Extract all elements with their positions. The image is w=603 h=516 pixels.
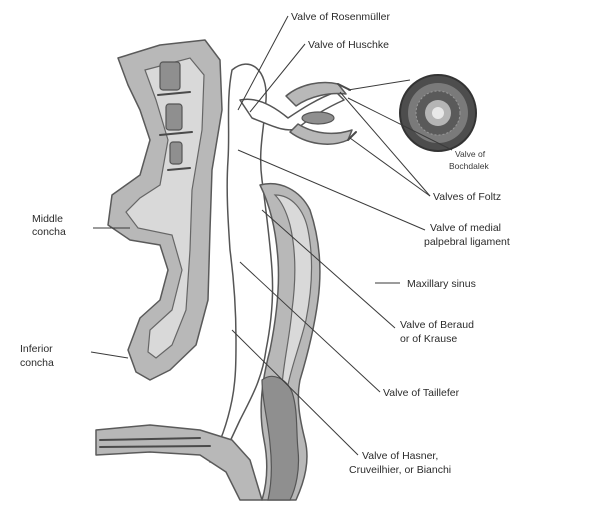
leader-foltz-2 xyxy=(350,138,430,196)
canaliculus-lumen xyxy=(302,112,334,124)
label-hasner-line1: Valve of Hasner, xyxy=(362,450,438,462)
label-hasner-line2: Cruveilhier, or Bianchi xyxy=(349,464,451,476)
label-maxillary-sinus: Maxillary sinus xyxy=(407,278,476,290)
label-inferior-concha-line2: concha xyxy=(20,357,54,369)
ethmoid-cell xyxy=(166,104,182,130)
leader-bochdalek xyxy=(348,80,410,90)
label-huschke: Valve of Huschke xyxy=(308,39,389,51)
label-inferior-concha-line1: Inferior xyxy=(20,343,53,355)
punctum-cross-section xyxy=(400,75,476,151)
label-beraud-line1: Valve of Beraud xyxy=(400,319,474,331)
label-middle-concha-line1: Middle xyxy=(32,213,63,225)
lower-canaliculus xyxy=(290,124,352,144)
label-beraud-line2: or of Krause xyxy=(400,333,457,345)
label-bochdalek-line1: Valve of xyxy=(455,149,486,159)
ethmoid-cell xyxy=(170,142,182,164)
nasal-floor xyxy=(96,425,262,500)
label-foltz: Valves of Foltz xyxy=(433,191,501,203)
anatomy-drawing xyxy=(96,40,476,500)
label-medial-line1: Valve of medial xyxy=(430,222,501,234)
label-bochdalek-line2: Bochdalek xyxy=(449,161,489,171)
label-medial-line2: palpebral ligament xyxy=(424,236,510,248)
leader-inferior-concha xyxy=(91,352,128,358)
label-taillefer: Valve of Taillefer xyxy=(383,387,460,399)
label-rosenmuller: Valve of Rosenmüller xyxy=(291,11,391,23)
label-middle-concha-line2: concha xyxy=(32,226,66,238)
ethmoid-cell xyxy=(160,62,180,90)
